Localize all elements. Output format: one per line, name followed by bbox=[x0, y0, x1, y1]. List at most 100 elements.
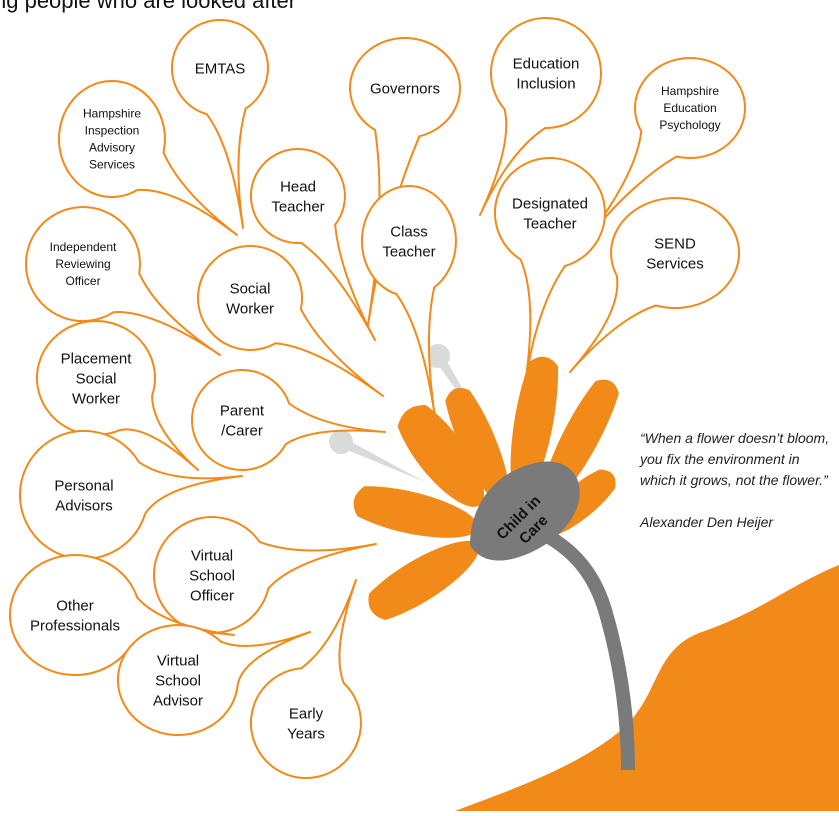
speech-bubble-outline bbox=[9, 554, 235, 677]
bubble-label-line: Officer bbox=[65, 274, 100, 288]
bubble-label: Governors bbox=[370, 80, 440, 97]
bubble-label-line: SEND bbox=[654, 235, 696, 252]
flower-center: Child in Care bbox=[470, 461, 580, 561]
speech-bubble-outline bbox=[493, 157, 606, 386]
bubble-label-line: Years bbox=[287, 725, 325, 742]
speech-bubble-outline bbox=[170, 19, 269, 229]
speech-bubble-outline bbox=[250, 148, 376, 341]
bubble-label-line: Advisors bbox=[55, 497, 113, 514]
speech-bubble-outline bbox=[197, 244, 384, 397]
speech-bubble-outline bbox=[250, 579, 362, 779]
bubble-label-line: Education bbox=[663, 101, 716, 115]
bubble-label-line: Officer bbox=[190, 587, 234, 604]
bubble-label-line: Designated bbox=[512, 195, 588, 212]
bubble-label-line: Worker bbox=[72, 390, 120, 407]
flower-petal bbox=[353, 486, 479, 538]
bubble-label-line: Services bbox=[646, 255, 704, 272]
bubble-label-line: Class bbox=[390, 223, 428, 240]
bubble-label-line: Social bbox=[230, 280, 271, 297]
flower-petal bbox=[368, 541, 479, 620]
ground-hill bbox=[455, 565, 839, 811]
bubble-label-line: Social bbox=[76, 370, 117, 387]
bubble-label-line: Parent bbox=[220, 402, 265, 419]
flower-petal bbox=[397, 405, 485, 507]
bubble-label-line: Personal bbox=[54, 477, 113, 494]
flower-petal bbox=[510, 356, 559, 501]
quote-text: “When a flower doesn’t bloom, you fix th… bbox=[640, 430, 830, 488]
quote-block: “When a flower doesn’t bloom, you fix th… bbox=[640, 428, 830, 533]
ghost-bubble-head bbox=[426, 344, 450, 368]
bubble-label-line: School bbox=[155, 672, 201, 689]
speech-bubble-outline bbox=[569, 197, 741, 373]
bubble-label-line: Head bbox=[280, 178, 316, 195]
bubble-label-line: Hampshire bbox=[83, 107, 141, 121]
bubble-label-line: /Carer bbox=[221, 422, 263, 439]
bubble-label-line: Hampshire bbox=[661, 84, 719, 98]
speech-bubble-outline bbox=[191, 369, 386, 471]
bubble-label: SEND Services bbox=[646, 235, 704, 272]
bubble-label-line: Teacher bbox=[523, 215, 576, 232]
flower-petal bbox=[445, 388, 510, 506]
bubble-parent-carer: Parent/Carer bbox=[191, 369, 386, 471]
bubble-label-line: Reviewing bbox=[55, 257, 110, 271]
bubble-label-line: Inclusion bbox=[516, 75, 575, 92]
bubble-send-services: SEND Services bbox=[569, 197, 741, 373]
bubble-label-line: Early bbox=[289, 705, 324, 722]
bubble-emtas: EMTAS bbox=[170, 19, 269, 229]
child-in-care-disc bbox=[470, 461, 580, 561]
bubble-label-line: Teacher bbox=[382, 243, 435, 260]
bubble-label: Parent/Carer bbox=[220, 402, 265, 439]
speech-bubble-outline bbox=[25, 206, 221, 356]
speech-bubble-outline bbox=[57, 80, 238, 236]
speech-bubble-outline bbox=[360, 185, 457, 418]
bubble-label-line: School bbox=[189, 567, 235, 584]
bubble-label-line: Teacher bbox=[271, 198, 324, 215]
bubble-label-line: Psychology bbox=[659, 118, 720, 132]
speech-bubble-outline bbox=[116, 624, 311, 737]
bubble-label-line: Education bbox=[513, 55, 580, 72]
bubble-label-line: Worker bbox=[226, 300, 274, 317]
bubble-label-line: Services bbox=[89, 158, 135, 172]
bubble-label-line: Virtual bbox=[157, 652, 199, 669]
flower-stem bbox=[517, 515, 635, 771]
ghost-bubble-head bbox=[329, 430, 353, 454]
bubble-label-line: Inspection bbox=[85, 124, 140, 138]
page-heading: ng people who are looked after bbox=[0, 0, 297, 13]
ghost-bubble-tail bbox=[338, 437, 425, 482]
bubble-label-line: Advisory bbox=[89, 141, 135, 155]
quote-author: Alexander Den Heijer bbox=[640, 514, 774, 530]
bubble-label-line: Independent bbox=[50, 240, 117, 254]
ghost-bubble bbox=[329, 430, 425, 482]
bubble-label-line: Advisor bbox=[153, 692, 203, 709]
bubble-label: EMTAS bbox=[195, 60, 246, 77]
bubble-label-line: Professionals bbox=[30, 617, 120, 634]
bubble-label-line: Placement bbox=[61, 350, 133, 367]
speech-bubble-outline bbox=[479, 17, 602, 216]
